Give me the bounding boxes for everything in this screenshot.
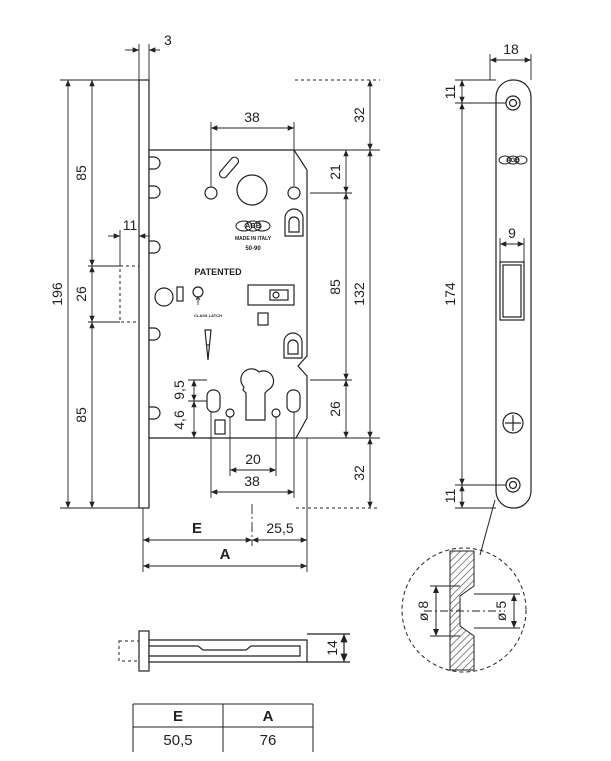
faceplate: [138, 79, 150, 509]
strike-latch-slot: [499, 261, 525, 321]
patented-label: PATENTED: [194, 267, 242, 277]
top-hole-right: [287, 186, 301, 200]
dim-strike-bottom-hole: 11: [442, 489, 458, 504]
strike-plate: [495, 79, 532, 509]
brand-logo: AGB: [245, 223, 261, 230]
dim-faceplate-thickness: 3: [164, 32, 172, 48]
dim-overall-A: A: [220, 546, 231, 563]
dim-detail-inner: ø 5: [493, 601, 509, 621]
strike-center-screw: [502, 412, 524, 434]
dim-top-offset: 32: [351, 107, 367, 123]
dimension-table: [132, 703, 314, 752]
dim-strike-width: 18: [503, 41, 519, 57]
latch-bolt: [119, 265, 140, 323]
strike-plate-view: [495, 79, 532, 509]
top-slot: [218, 156, 240, 179]
dim-cylinder-width: 20: [245, 451, 261, 467]
dim-latch-height: 26: [73, 286, 89, 302]
table-header-A: A: [263, 708, 274, 725]
dim-backset-E: E: [192, 520, 202, 537]
table-cell-A: 76: [260, 732, 277, 749]
front-dimension-labels: 3 196 85 26 85 11 38 32 21 85 132 26 32 …: [49, 32, 367, 563]
strike-dimension-lines: [455, 54, 532, 509]
lock-side-view: [118, 630, 350, 672]
lock-stamps: AGB MADE IN ITALY 50-90 PATENTED CLASS L…: [194, 220, 272, 318]
dim-backset-spacing-top: 38: [244, 109, 260, 125]
dim-height-lower: 85: [73, 407, 89, 423]
detail-circle: [401, 547, 527, 673]
front-dimension-lines: [60, 44, 380, 572]
dim-spindle-to-cylinder: 85: [327, 279, 343, 295]
dim-side-thickness: 14: [324, 640, 340, 656]
dim-detail-outer: ø 8: [415, 601, 431, 621]
dim-cylinder-upper: 9,5: [171, 380, 187, 400]
cylinder-cutout: [240, 368, 275, 421]
lock-front-view: [119, 79, 308, 509]
dim-latch-offset: 11: [123, 217, 138, 233]
table-cell-E: 50,5: [163, 732, 192, 749]
model-label: 50-90: [245, 246, 261, 252]
spindle-follower: [236, 174, 268, 206]
dim-height-upper: 85: [73, 165, 89, 181]
detail-labels: ø 8 ø 5: [415, 601, 509, 621]
dim-backset-extra: 25,5: [266, 520, 293, 536]
dim-case-height: 132: [351, 282, 367, 306]
dim-bottom-offset: 32: [351, 465, 367, 481]
countersink-detail: [401, 499, 527, 673]
made-in-label: MADE IN ITALY: [235, 236, 272, 242]
dim-strike-length: 174: [442, 282, 458, 306]
dim-strike-top-hole: 11: [442, 85, 458, 100]
dim-spindle-offset: 21: [327, 164, 343, 180]
dim-total-height: 196: [49, 282, 65, 306]
strike-dimension-labels: 18 11 174 11 9: [442, 41, 519, 503]
dim-strike-slot-width: 9: [508, 225, 516, 241]
table-header-E: E: [173, 708, 183, 725]
top-hole-left: [204, 186, 218, 200]
dim-cylinder-offset: 26: [327, 401, 343, 417]
strike-brand-logo: AGB: [506, 158, 520, 164]
dim-backset-spacing-bottom: 38: [244, 473, 260, 489]
latch-note: CLASS LATCH: [194, 313, 222, 318]
dim-cylinder-lower: 4,6: [171, 410, 187, 430]
